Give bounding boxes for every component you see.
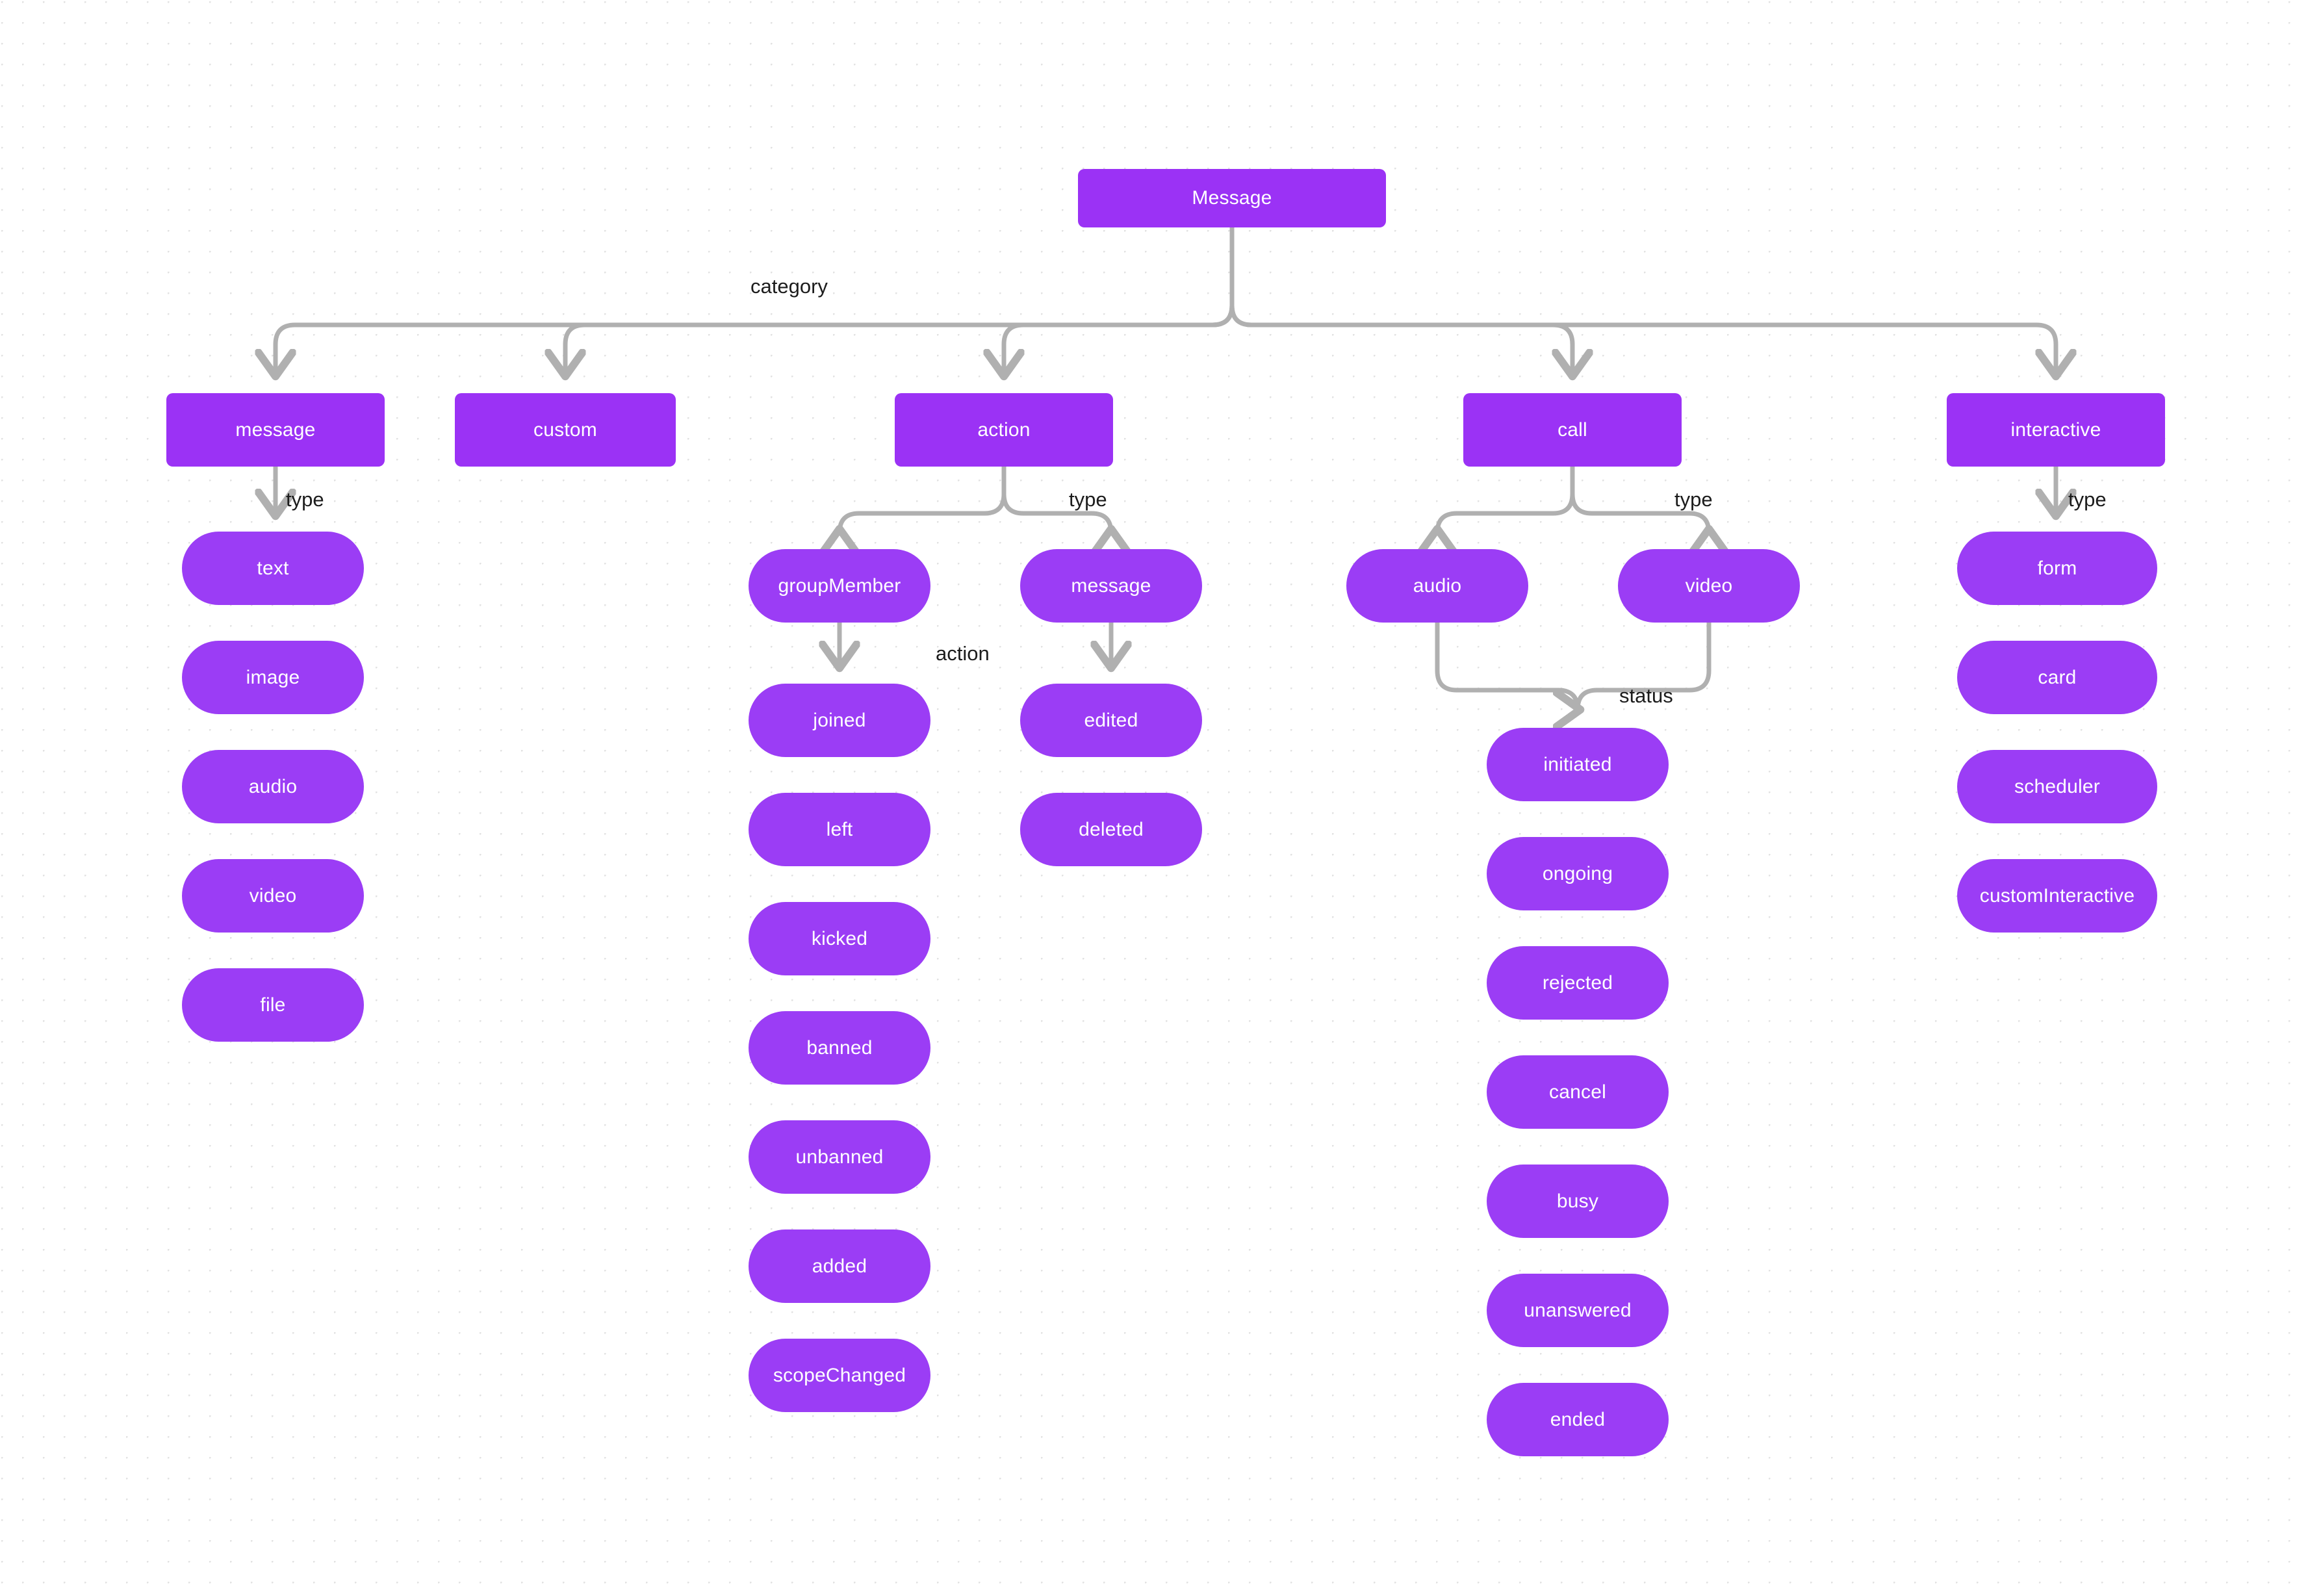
node-interactive-type-custominteractive[interactable]: customInteractive — [1957, 859, 2157, 933]
node-call-status-ended[interactable]: ended — [1487, 1383, 1669, 1456]
edge-label-type-message: type — [286, 488, 324, 511]
node-action-type-message[interactable]: message — [1020, 549, 1202, 623]
edge-label-type-call: type — [1674, 488, 1713, 511]
node-groupmember-action-left[interactable]: left — [749, 793, 930, 866]
node-category-action[interactable]: action — [895, 393, 1113, 467]
node-message-action-deleted[interactable]: deleted — [1020, 793, 1202, 866]
edge-label-status: status — [1619, 684, 1673, 707]
node-call-status-rejected[interactable]: rejected — [1487, 946, 1669, 1020]
node-root[interactable]: Message — [1078, 169, 1386, 227]
node-groupmember-action-unbanned[interactable]: unbanned — [749, 1120, 930, 1194]
node-action-type-groupmember[interactable]: groupMember — [749, 549, 930, 623]
node-interactive-type-card[interactable]: card — [1957, 641, 2157, 714]
node-call-status-initiated[interactable]: initiated — [1487, 728, 1669, 801]
edge-root-to-custom — [565, 225, 1235, 374]
node-call-status-cancel[interactable]: cancel — [1487, 1055, 1669, 1129]
edge-label-action: action — [936, 642, 990, 665]
node-message-type-audio[interactable]: audio — [182, 750, 364, 823]
edge-root-to-message — [276, 225, 1235, 374]
edge-label-type-action: type — [1069, 488, 1107, 511]
edge-label-type-interactive: type — [2068, 488, 2107, 511]
node-groupmember-action-joined[interactable]: joined — [749, 684, 930, 757]
node-message-type-file[interactable]: file — [182, 968, 364, 1042]
node-groupmember-action-added[interactable]: added — [749, 1229, 930, 1303]
edge-root-to-call — [1229, 225, 1572, 374]
node-category-interactive[interactable]: interactive — [1947, 393, 2165, 467]
node-message-type-text[interactable]: text — [182, 532, 364, 605]
node-call-type-video[interactable]: video — [1618, 549, 1800, 623]
node-call-type-audio[interactable]: audio — [1346, 549, 1528, 623]
node-groupmember-action-banned[interactable]: banned — [749, 1011, 930, 1085]
node-category-message[interactable]: message — [166, 393, 385, 467]
node-call-status-unanswered[interactable]: unanswered — [1487, 1274, 1669, 1347]
edge-action-to-groupmember — [840, 464, 1007, 533]
node-category-custom[interactable]: custom — [455, 393, 676, 467]
node-message-type-video[interactable]: video — [182, 859, 364, 933]
node-groupmember-action-kicked[interactable]: kicked — [749, 902, 930, 975]
node-call-status-ongoing[interactable]: ongoing — [1487, 837, 1669, 910]
edge-root-to-action — [1004, 225, 1235, 374]
node-groupmember-action-scopechanged[interactable]: scopeChanged — [749, 1339, 930, 1412]
edge-root-to-interactive — [1229, 225, 2056, 374]
node-interactive-type-scheduler[interactable]: scheduler — [1957, 750, 2157, 823]
node-call-status-busy[interactable]: busy — [1487, 1165, 1669, 1238]
node-category-call[interactable]: call — [1463, 393, 1682, 467]
edge-call-to-audio — [1437, 464, 1575, 533]
node-message-type-image[interactable]: image — [182, 641, 364, 714]
node-interactive-type-form[interactable]: form — [1957, 532, 2157, 605]
edge-audio-to-initiated — [1435, 620, 1578, 710]
edge-label-category: category — [750, 275, 828, 298]
node-message-action-edited[interactable]: edited — [1020, 684, 1202, 757]
